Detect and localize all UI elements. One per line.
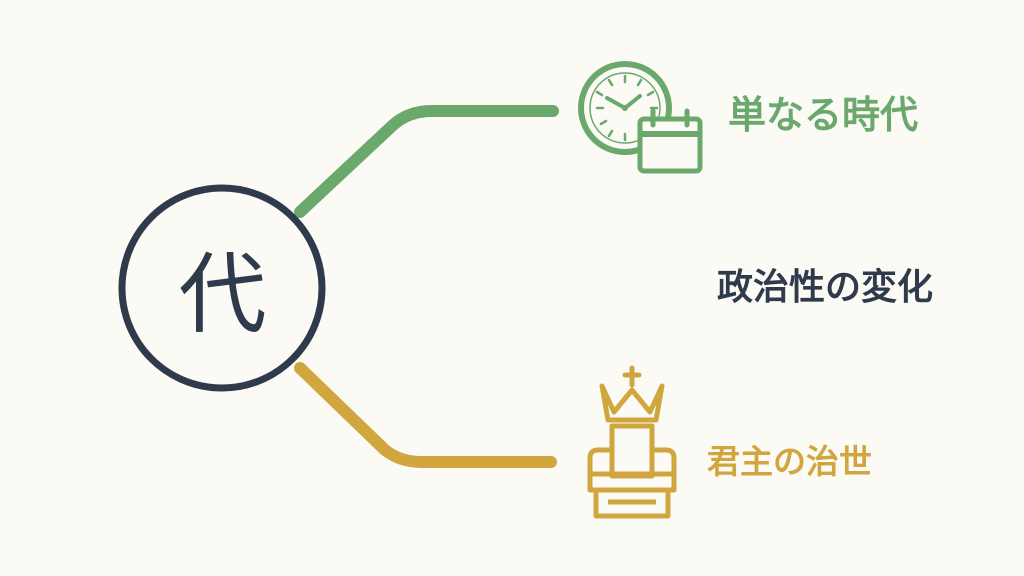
crown-throne-icon: [587, 365, 677, 519]
branch-label-top: 単なる時代: [728, 93, 919, 137]
branch-label-middle: 政治性の変化: [717, 267, 934, 308]
clock-calendar-icon: [578, 61, 703, 174]
branch-label-bottom: 君主の治世: [707, 442, 872, 481]
center-circle: [118, 184, 326, 392]
connector-top: [294, 105, 559, 218]
connector-bottom: [294, 362, 557, 468]
center-character: 代: [178, 243, 267, 346]
